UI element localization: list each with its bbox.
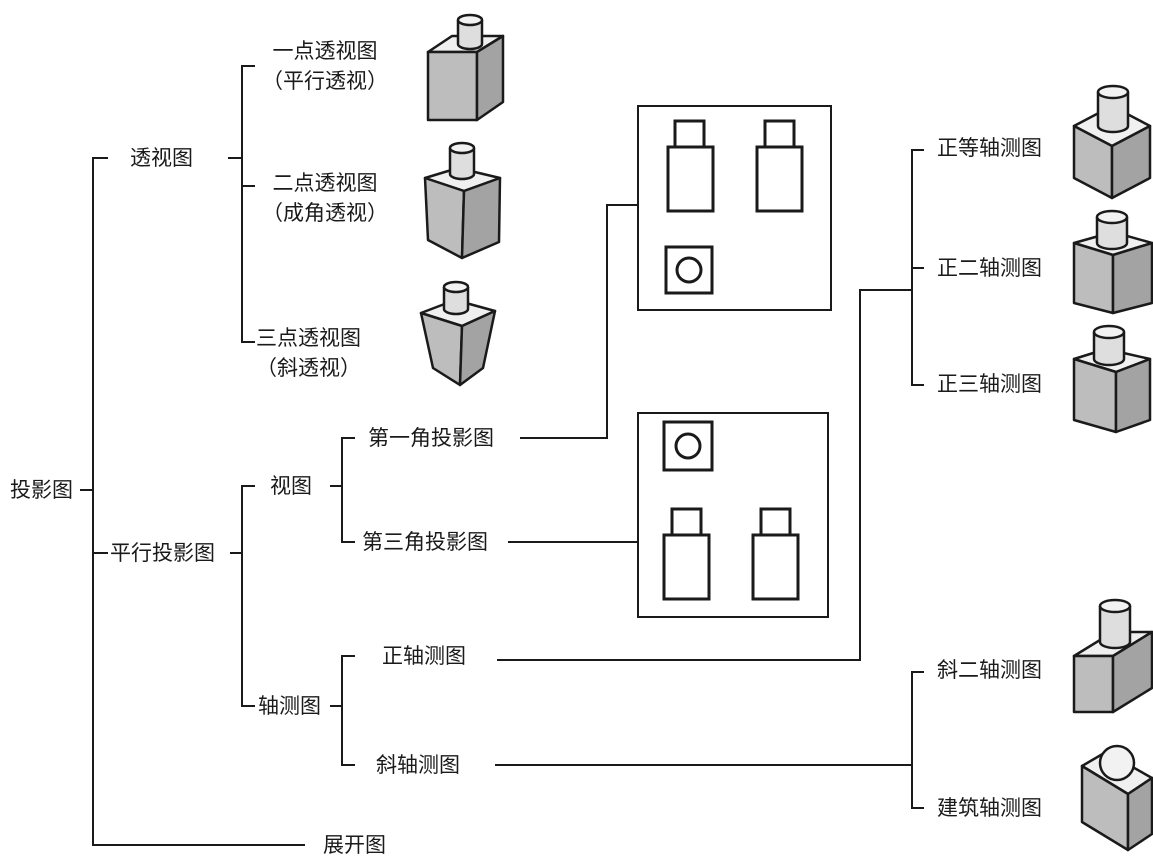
first-angle-label: 第一角投影图 <box>368 426 494 450</box>
oblique-dimetric-sketch <box>1072 598 1153 714</box>
third-angle-views-box <box>637 412 829 618</box>
first-angle-views-box <box>637 105 832 311</box>
root-label: 投影图 <box>10 478 73 502</box>
two-point-perspective-title: 二点透视图 <box>272 171 378 195</box>
connector-root <box>80 157 305 846</box>
isometric-sketch <box>1072 84 1152 200</box>
two-point-perspective-sketch <box>423 141 502 260</box>
two-point-perspective-alias: （成角透视） <box>262 201 388 225</box>
two-point-perspective-label: 二点透视图 （成角透视） <box>262 168 388 228</box>
connector-ortho-types <box>911 149 924 386</box>
axonometric-label: 轴测图 <box>258 694 321 718</box>
perspective-label: 透视图 <box>130 146 193 170</box>
one-point-perspective-sketch <box>426 13 505 122</box>
connector-orthographic <box>497 289 912 661</box>
three-point-perspective-sketch <box>419 280 497 387</box>
unfold-drawing-label: 展开图 <box>323 833 386 857</box>
connector-oblique-types <box>911 671 924 809</box>
connector-parallel <box>230 485 255 707</box>
orthographic-axonometric-label: 正轴测图 <box>382 644 466 668</box>
one-point-perspective-title: 一点透视图 <box>272 39 378 63</box>
three-point-perspective-title: 三点透视图 <box>256 326 361 350</box>
three-point-perspective-label: 三点透视图 （斜透视） <box>256 323 361 383</box>
views-label: 视图 <box>270 474 312 498</box>
one-point-perspective-alias: （平行透视） <box>262 69 388 93</box>
isometric-label: 正等轴测图 <box>937 136 1042 160</box>
oblique-dimetric-label: 斜二轴测图 <box>937 658 1042 682</box>
connector-views <box>330 437 355 543</box>
trimetric-sketch <box>1072 324 1152 434</box>
connector-axonometric <box>330 655 355 766</box>
architectural-axonometric-sketch <box>1080 744 1153 852</box>
dimetric-sketch <box>1072 209 1153 315</box>
trimetric-label: 正三轴测图 <box>937 372 1042 396</box>
architectural-axonometric-label: 建筑轴测图 <box>937 796 1042 820</box>
oblique-axonometric-label: 斜轴测图 <box>376 753 460 777</box>
three-point-perspective-alias: （斜透视） <box>256 356 361 380</box>
dimetric-label: 正二轴测图 <box>937 256 1042 280</box>
parallel-projection-label: 平行投影图 <box>110 541 215 565</box>
connector-perspective <box>228 65 255 343</box>
connector-first-angle <box>520 204 638 439</box>
one-point-perspective-label: 一点透视图 （平行透视） <box>262 36 388 96</box>
third-angle-label: 第三角投影图 <box>362 530 488 554</box>
